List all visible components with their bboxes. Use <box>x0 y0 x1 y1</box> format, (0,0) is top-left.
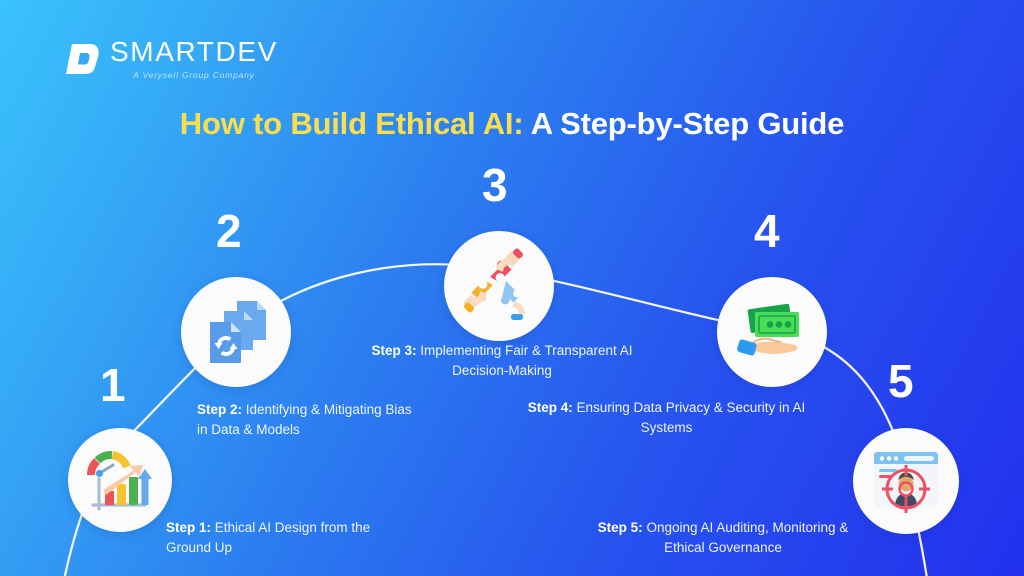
page-title-rest: A Step-by-Step Guide <box>523 106 845 141</box>
step-number-1: 1 <box>100 359 126 411</box>
hand-holding-money-icon <box>737 303 799 356</box>
step-caption-4: Step 4: Ensuring Data Privacy & Security… <box>524 398 809 437</box>
step-number-5: 5 <box>888 355 914 407</box>
step-text-4: Ensuring Data Privacy & Security in AI S… <box>572 400 806 435</box>
step-text-1: Ethical AI Design from the Ground Up <box>166 520 371 555</box>
step-label-5: Step 5: <box>597 520 643 535</box>
page-title-highlight: How to Build Ethical AI: <box>179 106 524 141</box>
step-icon-bubble-2[interactable] <box>181 277 291 387</box>
brand-tagline: A Verysell Group Company <box>133 70 255 80</box>
step-caption-1: Step 1: Ethical AI Design from the Groun… <box>166 518 396 557</box>
hands-puzzle-pieces-icon <box>463 248 526 320</box>
step-caption-5: Step 5: Ongoing AI Auditing, Monitoring … <box>578 518 868 557</box>
step-number-2: 2 <box>216 205 242 257</box>
step-caption-2: Step 2: Identifying & Mitigating Bias in… <box>197 400 412 439</box>
step-icon-bubble-4[interactable] <box>717 277 827 387</box>
step-number-4: 4 <box>754 205 780 257</box>
browser-person-target-icon <box>874 452 938 513</box>
brand-logo: SMARTDEV A Verysell Group Company <box>66 38 278 80</box>
step-text-3: Implementing Fair & Transparent AI Decis… <box>416 343 633 378</box>
gauge-bar-chart-growth-icon <box>86 451 152 511</box>
step-icon-bubble-5[interactable] <box>853 428 959 534</box>
smartdev-d-mark-icon <box>66 40 100 78</box>
page-title: How to Build Ethical AI: A Step-by-Step … <box>0 106 1024 142</box>
step-text-5: Ongoing AI Auditing, Monitoring & Ethica… <box>642 520 849 555</box>
documents-sync-icon <box>210 301 266 363</box>
step-label-4: Step 4: <box>527 400 573 415</box>
step-label-3: Step 3: <box>371 343 417 358</box>
step-label-2: Step 2: <box>197 402 243 417</box>
step-icon-bubble-3[interactable] <box>444 231 554 341</box>
step-number-3: 3 <box>482 159 508 211</box>
step-text-2: Identifying & Mitigating Bias in Data & … <box>197 402 412 437</box>
brand-name: SMARTDEV <box>110 36 278 67</box>
step-icon-bubble-1[interactable] <box>68 428 172 532</box>
step-caption-3: Step 3: Implementing Fair & Transparent … <box>352 341 652 380</box>
step-label-1: Step 1: <box>166 520 212 535</box>
